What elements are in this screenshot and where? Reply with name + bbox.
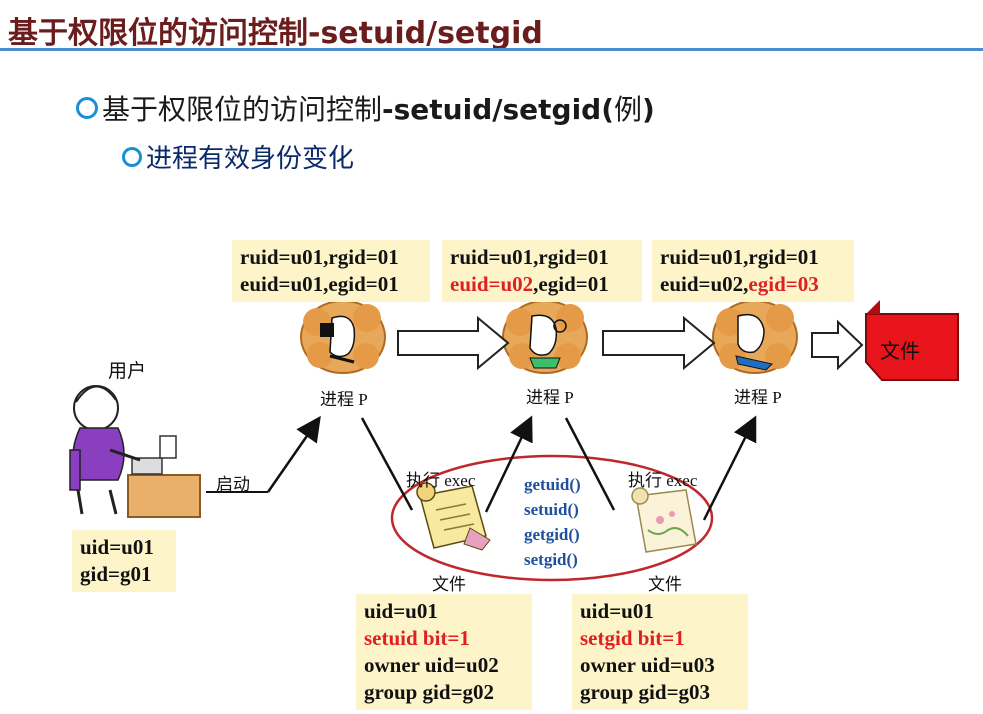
bullet-main-cn2: 例 [614,93,643,126]
file-group: group gid=g03 [580,680,711,704]
syscall-item: setgid() [524,550,578,569]
process-state-box-2: ruid=u01,rgid=01 euid=u02,egid=01 [442,240,642,302]
file-setuid-bit: setuid bit=1 [364,626,470,650]
page-title: 基于权限位的访问控制-setuid/setgid [8,8,543,52]
bullet-main-end: ) [642,93,655,126]
box-line: ruid=u01,rgid=01 [450,245,609,269]
bullet-main-cn: 基于权限位的访问控制 [102,93,383,126]
process-label: 进程 P [734,388,782,407]
flow-arrow-icon [397,315,510,371]
title-dash: - [308,16,321,51]
exec-label: 执行 exec [406,471,476,490]
bullet-main-en: -setuid/setgid( [382,93,614,126]
highlight-euid: euid=u02 [450,272,534,296]
process-cloud-icon [300,300,386,374]
process-state-box-1: ruid=u01,rgid=01 euid=u01,egid=01 [232,240,430,302]
box-line-rest: euid=u02, [660,272,749,296]
file-setgid-bit: setgid bit=1 [580,626,685,650]
process-label: 进程 P [526,388,574,407]
syscall-item: getuid() [524,475,581,494]
exec-line [564,417,616,511]
file-fold-icon [866,300,880,314]
file-attr-box-1: uid=u01 setuid bit=1 owner uid=u02 group… [356,594,532,710]
title-divider [0,48,983,51]
user-uid: uid=u01 [80,535,154,559]
box-line: euid=u02,egid=01 [450,271,634,298]
process-label: 进程 P [320,390,368,409]
title-cn: 基于权限位的访问控制 [8,16,308,51]
exec-arrow [702,415,757,521]
file-owner: owner uid=u03 [580,653,715,677]
process-cloud-icon [712,300,798,374]
file-attr-box-2: uid=u01 setgid bit=1 owner uid=u03 group… [572,594,748,710]
start-arrow [266,415,321,493]
highlight-egid: egid=03 [748,272,819,296]
flow-arrow-icon [811,319,864,371]
target-file-icon [865,313,959,381]
file-uid: uid=u01 [580,599,654,623]
target-file-label: 文件 [880,339,920,363]
user-label: 用户 [108,361,147,382]
syscall-list: getuid() setuid() getgid() setgid() [524,472,581,572]
process-state-box-3: ruid=u01,rgid=01 euid=u02,egid=03 [652,240,854,302]
syscall-ellipse [390,454,714,582]
syscall-item: getgid() [524,525,580,544]
file-label: 文件 [648,575,682,594]
exec-file-scroll-icon [631,487,697,553]
file-group: group gid=g02 [364,680,495,704]
bullet-sub: 进程有效身份变化 [122,138,354,175]
flow-arrow-icon [602,315,716,371]
bullet-main: 基于权限位的访问控制-setuid/setgid(例) [76,88,655,128]
exec-file-scroll-icon [416,482,491,551]
file-owner: owner uid=u02 [364,653,499,677]
user-at-desk-icon [69,385,201,518]
syscall-item: setuid() [524,500,579,519]
start-label: 启动 [216,475,250,494]
user-id-box: uid=u01 gid=g01 [72,530,176,592]
exec-line [360,417,414,511]
box-line-rest: ,egid=01 [533,272,609,296]
file-uid: uid=u01 [364,599,438,623]
box-line: ruid=u01,rgid=01 [240,245,399,269]
box-line: ruid=u01,rgid=01 [660,245,819,269]
file-label: 文件 [432,575,466,594]
box-line: euid=u01,egid=01 [240,272,399,296]
exec-arrow [484,415,533,513]
user-gid: gid=g01 [80,562,152,586]
bullet-circle-icon [76,97,98,119]
box-line: euid=u02,egid=03 [660,271,846,298]
process-cloud-icon [502,300,588,374]
exec-label: 执行 exec [628,471,698,490]
bullet-sub-text: 进程有效身份变化 [146,144,355,174]
title-en: setuid/setgid [320,16,543,51]
bullet-circle-icon [122,146,142,167]
